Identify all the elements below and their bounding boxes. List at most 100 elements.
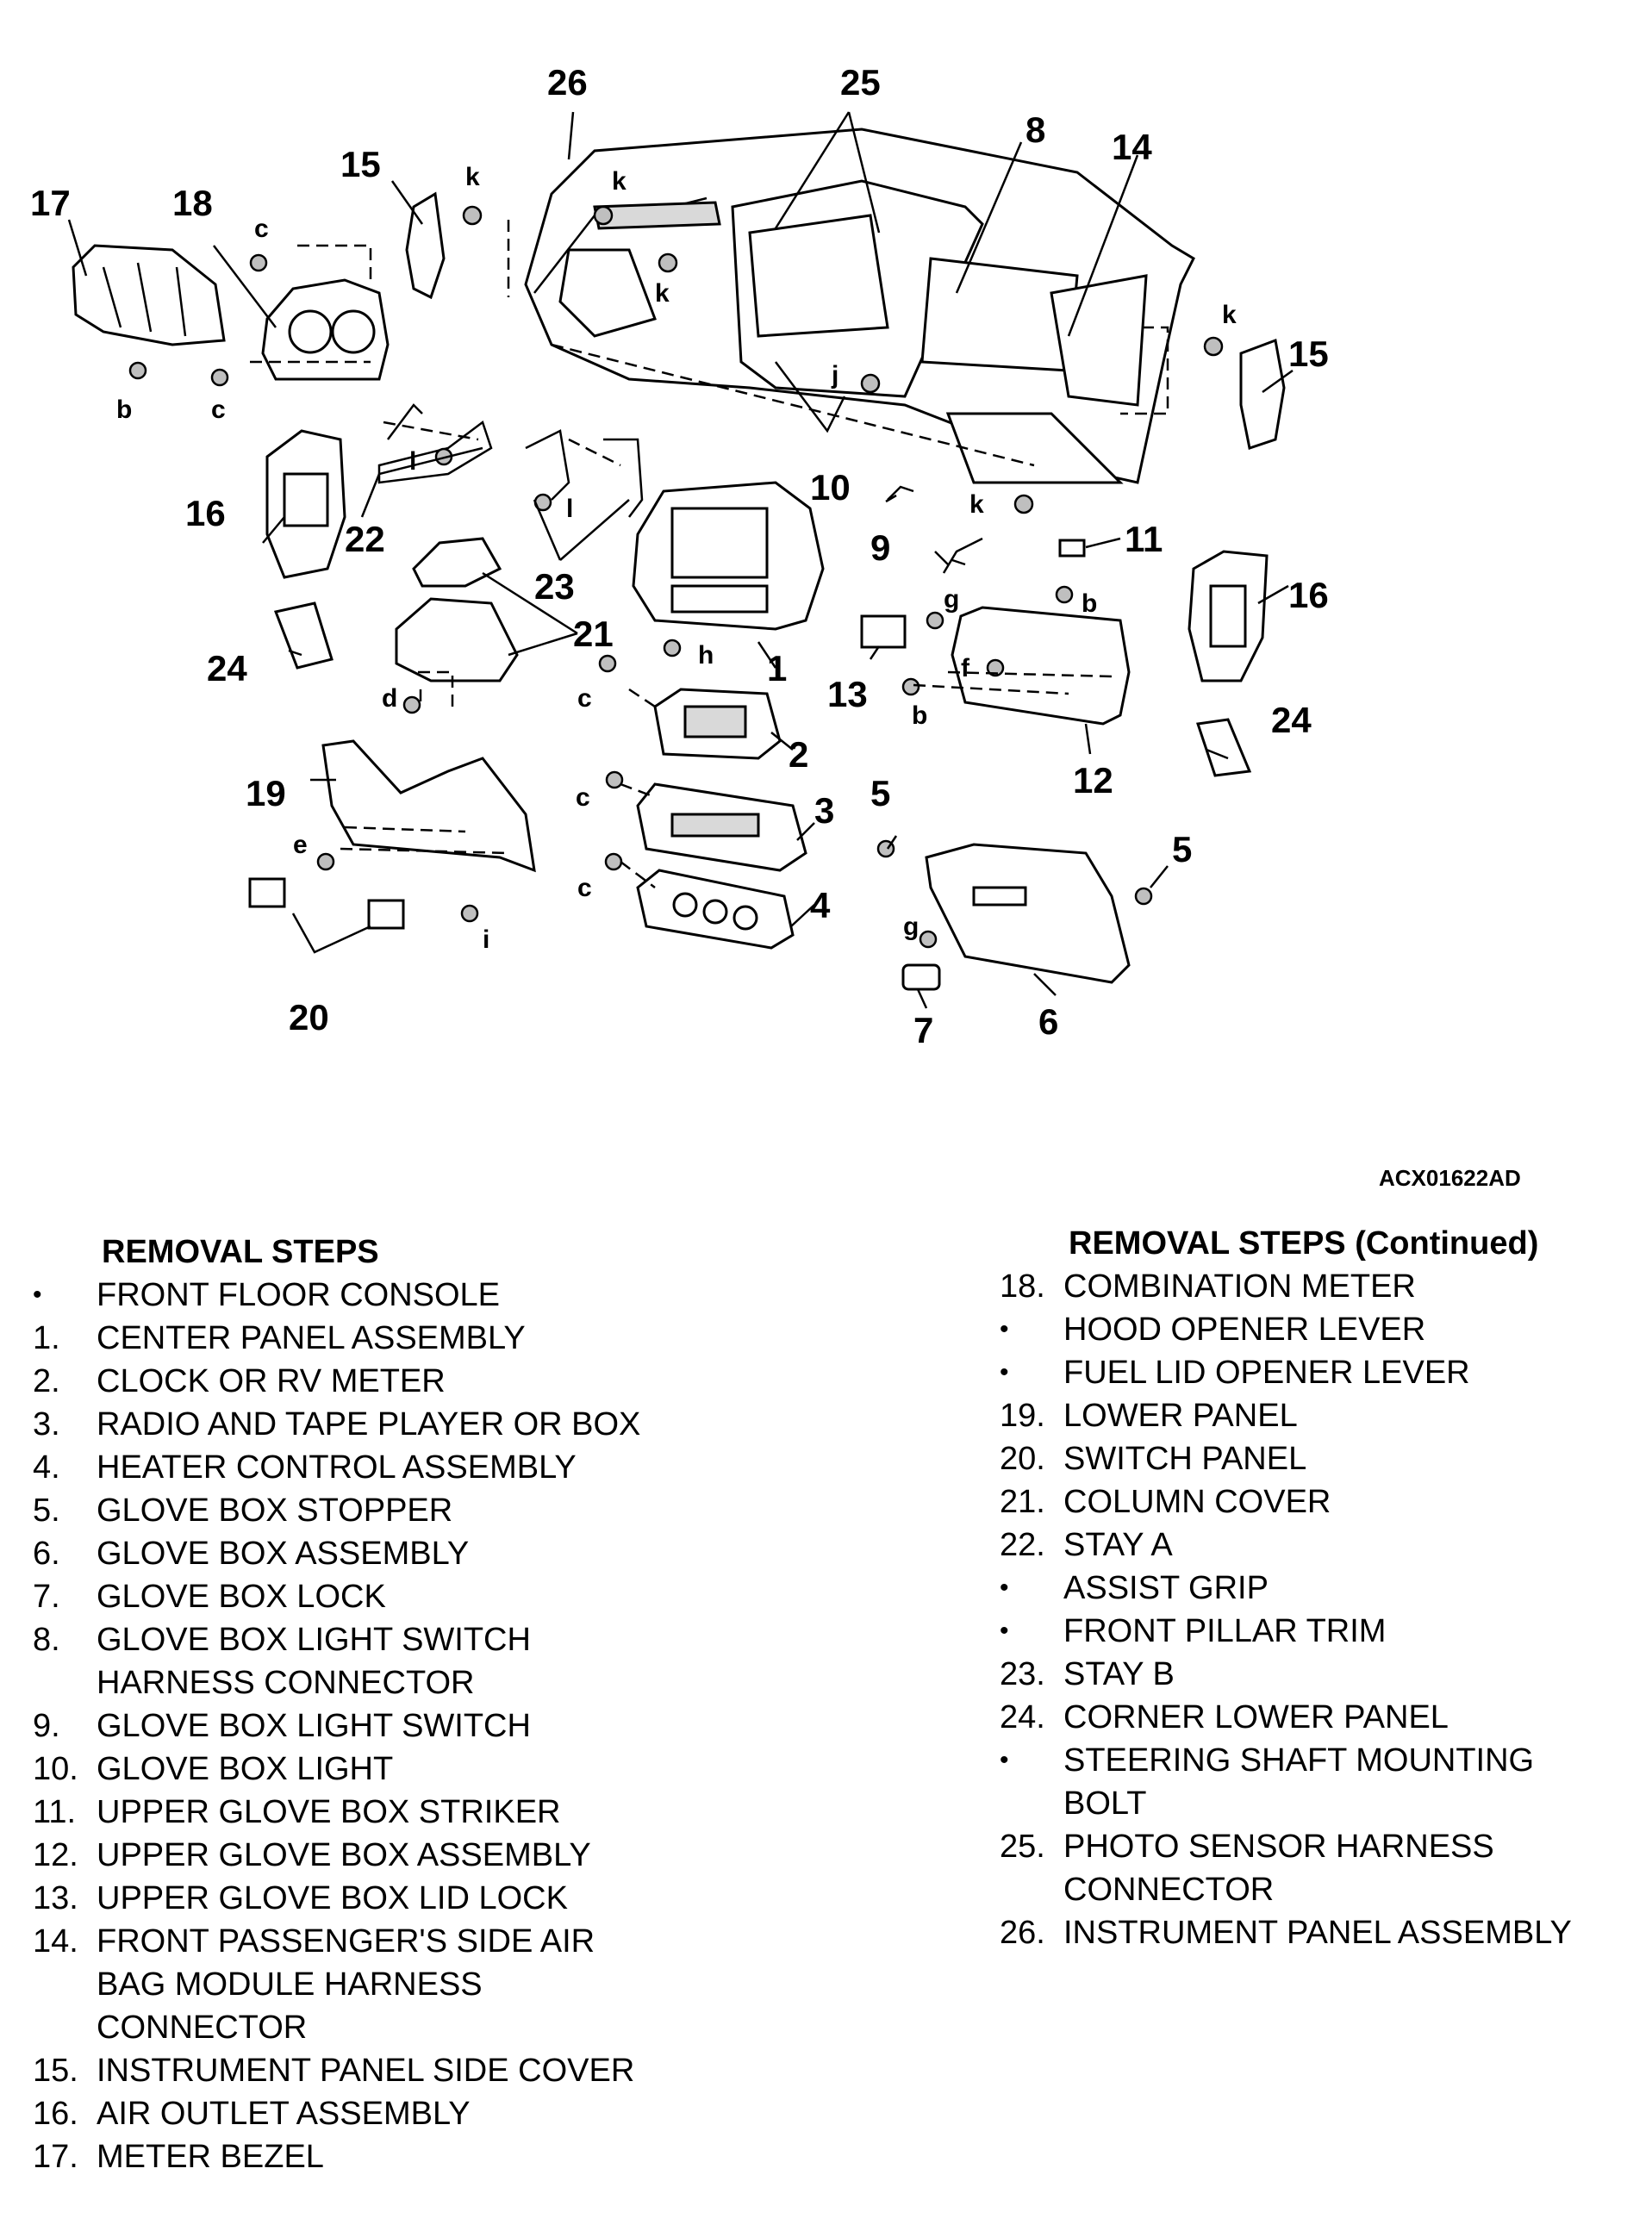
letter-c-1: c <box>254 215 269 243</box>
step-number: 15. <box>33 2053 78 2089</box>
step-text-line: UPPER GLOVE BOX LID LOCK <box>97 1880 568 1916</box>
letter-e: e <box>293 831 308 859</box>
removal-step: 10. GLOVE BOX LIGHT <box>33 1748 791 1791</box>
step-text-line: HEATER CONTROL ASSEMBLY <box>97 1449 577 1486</box>
removal-step: 21. COLUMN COVER <box>1000 1480 1637 1524</box>
step-number: 25. <box>1000 1829 1045 1865</box>
removal-step: 4.HEATER CONTROL ASSEMBLY <box>33 1446 791 1489</box>
glove-box-lock-drawing <box>901 963 941 991</box>
step-text-line: METER BEZEL <box>97 2139 324 2175</box>
letter-h: h <box>698 641 714 670</box>
letter-d: d <box>382 684 397 713</box>
removal-steps-continued-list: 18. COMBINATION METER • HOOD OPENER LEVER •F… <box>1000 1265 1637 1954</box>
step-text-line: INSTRUMENT PANEL SIDE COVER <box>97 2053 635 2089</box>
step-text: INSTRUMENT PANEL ASSEMBLY <box>1063 1911 1637 1954</box>
removal-step: 16.AIR OUTLET ASSEMBLY <box>33 2092 791 2135</box>
step-text: HOOD OPENER LEVER <box>1063 1308 1637 1351</box>
step-text-line: UPPER GLOVE BOX ASSEMBLY <box>97 1837 591 1873</box>
step-number: 12. <box>33 1837 78 1873</box>
step-number: 13. <box>33 1880 78 1916</box>
step-text-line: GLOVE BOX STOPPER <box>97 1492 453 1529</box>
step-text: FUEL LID OPENER LEVER <box>1063 1351 1637 1394</box>
removal-steps-heading: REMOVAL STEPS <box>102 1234 379 1270</box>
lower-panel-drawing <box>321 739 536 873</box>
step-number: 18. <box>1000 1268 1045 1305</box>
callout-12: 12 <box>1073 760 1113 801</box>
step-text: FRONT PILLAR TRIM <box>1063 1610 1637 1653</box>
side-cover-right-drawing <box>1239 338 1286 450</box>
letter-k-1: k <box>465 163 480 191</box>
step-text: INSTRUMENT PANEL SIDE COVER <box>97 2049 791 2092</box>
step-text-line: FRONT FLOOR CONSOLE <box>97 1277 501 1313</box>
removal-step: 20. SWITCH PANEL <box>1000 1437 1637 1480</box>
removal-step: 13. UPPER GLOVE BOX LID LOCK <box>33 1877 791 1920</box>
letter-c-5: c <box>577 874 592 902</box>
callout-24: 24 <box>207 648 247 689</box>
callout-13: 13 <box>827 674 868 714</box>
step-number: 21. <box>1000 1484 1045 1520</box>
step-number: 2. <box>33 1363 60 1399</box>
step-text: COLUMN COVER <box>1063 1480 1637 1524</box>
step-text-line: FUEL LID OPENER LEVER <box>1063 1355 1470 1391</box>
alignment-lines <box>250 220 1169 888</box>
step-text-line: CENTER PANEL ASSEMBLY <box>97 1320 526 1356</box>
step-number: 20. <box>1000 1441 1045 1477</box>
upper-glove-box-striker-drawing <box>1058 539 1086 558</box>
step-number: 5. <box>33 1492 60 1529</box>
removal-step: 17. METER BEZEL <box>33 2135 791 2178</box>
step-text-line: GLOVE BOX LIGHT SWITCH <box>97 1622 531 1658</box>
step-text: METER BEZEL <box>97 2135 791 2178</box>
callout-15b: 15 <box>1288 333 1329 374</box>
step-text: RADIO AND TAPE PLAYER OR BOX <box>97 1403 791 1446</box>
step-number: 17. <box>33 2139 78 2175</box>
step-text-line: STAY A <box>1063 1527 1173 1563</box>
step-number: 8. <box>33 1622 60 1658</box>
step-number: 9. <box>33 1708 60 1744</box>
step-text-line: GLOVE BOX LOCK <box>97 1579 386 1615</box>
step-number: 11. <box>33 1794 77 1830</box>
letter-c-4: c <box>576 783 590 812</box>
callout-20: 20 <box>289 997 329 1037</box>
step-text-line: AIR OUTLET ASSEMBLY <box>97 2096 471 2132</box>
switch-panel-left-drawing <box>248 877 286 908</box>
removal-step: 24.CORNER LOWER PANEL <box>1000 1696 1637 1739</box>
glove-box-assembly-drawing <box>925 843 1131 984</box>
step-text-line: FRONT PILLAR TRIM <box>1063 1613 1387 1649</box>
step-text: LOWER PANEL <box>1063 1394 1637 1437</box>
fastener-bolts <box>128 205 1224 949</box>
step-text-line: BOLT <box>1063 1785 1147 1822</box>
letter-k-4: k <box>1222 301 1237 329</box>
step-text-line: SWITCH PANEL <box>1063 1441 1307 1477</box>
callout-24b: 24 <box>1271 700 1312 740</box>
callout-9: 9 <box>870 527 890 568</box>
callout-leaders <box>67 111 1294 1009</box>
removal-steps-continued-heading: REMOVAL STEPS (Continued) <box>1069 1225 1539 1262</box>
instrument-panel-assembly-drawing <box>524 128 1195 484</box>
step-text-line: COMBINATION METER <box>1063 1268 1416 1305</box>
letter-f: f <box>961 654 970 682</box>
step-number: 26. <box>1000 1915 1045 1951</box>
upper-glove-box-lid-lock-drawing <box>860 614 907 649</box>
removal-step: 18. COMBINATION METER <box>1000 1265 1637 1308</box>
step-bullet: • <box>1000 1315 1009 1343</box>
callout-17: 17 <box>30 183 71 223</box>
step-number: 22. <box>1000 1527 1045 1563</box>
step-text: GLOVE BOX LIGHT <box>97 1748 791 1791</box>
step-text: HEATER CONTROL ASSEMBLY <box>97 1446 791 1489</box>
step-bullet: • <box>33 1281 42 1309</box>
step-text-line: STEERING SHAFT MOUNTING <box>1063 1742 1535 1779</box>
glove-box-light-drawing <box>887 485 914 501</box>
step-text: AIR OUTLET ASSEMBLY <box>97 2092 791 2135</box>
callout-19: 19 <box>246 773 286 813</box>
step-text: COMBINATION METER <box>1063 1265 1637 1308</box>
step-text: STAY B <box>1063 1653 1637 1696</box>
callout-6: 6 <box>1038 1001 1058 1042</box>
callout-14: 14 <box>1112 127 1152 167</box>
step-number: 10. <box>33 1751 78 1787</box>
removal-step: •FRONT PILLAR TRIM <box>1000 1610 1637 1653</box>
